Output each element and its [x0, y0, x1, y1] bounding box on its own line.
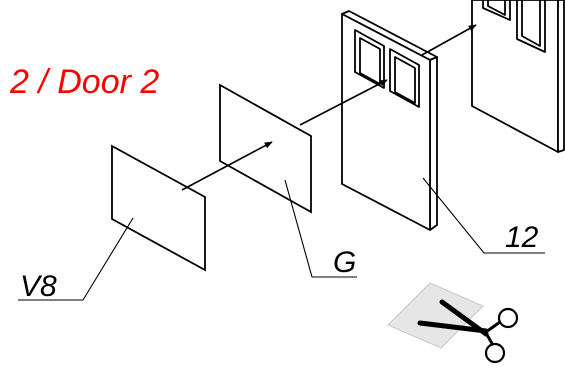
- label-12: 12: [505, 221, 539, 254]
- page-title: 2 / Door 2: [10, 63, 160, 101]
- panel-g: [219, 83, 312, 214]
- label-v8: V8: [20, 270, 57, 303]
- door-12: [341, 10, 438, 231]
- arrow-v8-to-g: [181, 141, 273, 191]
- panel-v8: [111, 144, 206, 272]
- leader-lines: [18, 177, 545, 301]
- label-g: G: [333, 246, 356, 279]
- assembly-arrows: [181, 24, 477, 191]
- arrow-door-to-assembled: [421, 24, 477, 56]
- arrow-g-to-door: [299, 79, 388, 126]
- door-assembled: [471, 0, 565, 153]
- scissors-cut-icon: [387, 282, 519, 364]
